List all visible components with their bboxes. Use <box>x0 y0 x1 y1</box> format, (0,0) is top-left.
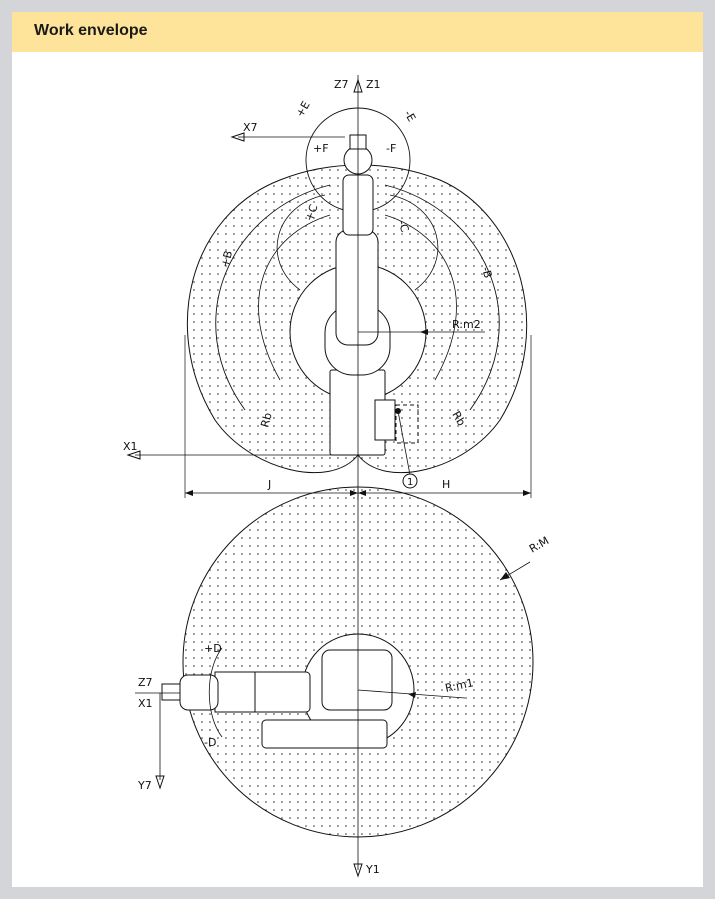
z7-label: Z7 <box>334 78 349 91</box>
x1-top-label: X1 <box>138 697 153 710</box>
b-arc <box>215 184 331 411</box>
e-plus-label: +E <box>293 99 312 120</box>
z1-label: Z1 <box>366 78 381 91</box>
c-small-arc <box>276 194 326 291</box>
rb-left-label: Rb <box>258 411 274 429</box>
z7-top-label: Z7 <box>138 676 153 689</box>
h-label: H <box>442 478 450 491</box>
b-arc-right <box>384 184 500 411</box>
robot-arm-top <box>161 649 393 749</box>
y1-label: Y1 <box>365 863 380 876</box>
f-plus-label: +F <box>313 142 329 155</box>
d-arc <box>208 647 223 738</box>
c-arc-right <box>384 214 457 381</box>
top-view: Y1 Z7 X1 Y7 R:m1 R:M +D -D <box>135 486 551 878</box>
side-view: 1 R:m2 X7 Z7 Z1 X1 +E -E +F -F +C -C +B … <box>123 75 532 500</box>
robot-arm-side <box>324 134 396 456</box>
r-m2-label: R:m2 <box>452 318 481 331</box>
c-minus-label: -C <box>395 219 411 235</box>
e-minus-label: -E <box>401 108 418 124</box>
c-small-arc-right <box>389 194 439 291</box>
j-label: J <box>267 478 271 491</box>
controller-box <box>395 404 419 444</box>
x7-label: X7 <box>243 121 258 134</box>
b-plus-label: +B <box>218 249 235 269</box>
y7-label: Y7 <box>137 779 152 792</box>
f-minus-label: -F <box>386 142 396 155</box>
b-minus-label: -B <box>479 265 494 279</box>
callout-number: 1 <box>407 477 413 488</box>
d-minus-label: -D <box>204 736 216 749</box>
c-arc <box>258 214 331 381</box>
r-m-label: R:M <box>527 534 551 556</box>
section-header: Work envelope <box>12 12 703 52</box>
x1-label: X1 <box>123 440 138 453</box>
d-plus-label: +D <box>204 642 222 655</box>
section-title: Work envelope <box>34 22 148 39</box>
callout-circle <box>402 473 418 489</box>
c-plus-label: +C <box>303 202 321 223</box>
rb-right-label: Rb <box>449 409 468 428</box>
r-m1-label: R:m1 <box>444 676 475 695</box>
